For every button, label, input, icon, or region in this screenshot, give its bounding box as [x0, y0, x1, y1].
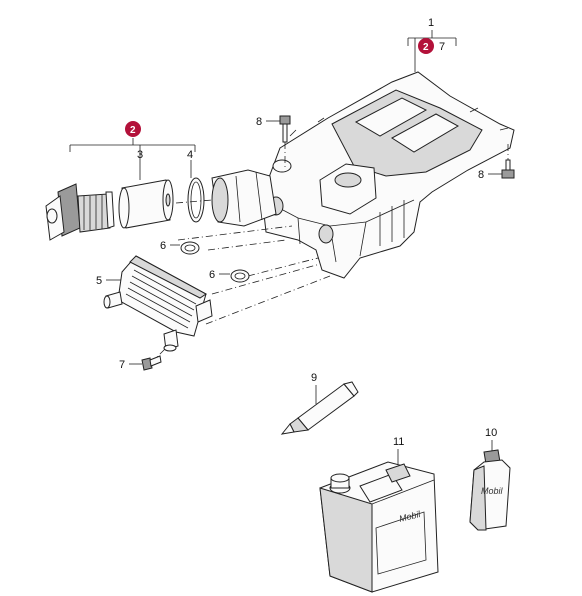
callout-2-left: 2 — [130, 125, 136, 136]
o-ring-4 — [187, 177, 205, 223]
callout-9: 9 — [311, 372, 317, 384]
gasket-6-upper: 6 — [160, 240, 200, 255]
bolt-7-lower: 7 — [119, 355, 162, 371]
assembly-line-a — [175, 199, 213, 204]
oil-filter-housing — [45, 183, 115, 241]
callout-4: 4 — [187, 149, 193, 161]
callout-7-top: 7 — [439, 41, 445, 53]
callout-3: 3 — [137, 149, 143, 161]
callout-1: 1 — [428, 17, 434, 29]
assembly-line-d — [211, 263, 321, 295]
assembly-line-g — [247, 257, 319, 277]
callout-2-left-badge — [125, 121, 141, 137]
callout-5: 5 — [96, 275, 102, 287]
bolt-8-right: 8 — [478, 144, 515, 181]
callout-7-bottom: 7 — [119, 359, 125, 371]
oil-cooler: 5 — [96, 255, 213, 352]
oil-bottle: 10 Mobil — [469, 427, 511, 531]
sealant-tube: 9 — [280, 372, 359, 435]
callout-6-b: 6 — [209, 269, 215, 281]
callout-1-bracket — [407, 30, 457, 72]
callout-6-a: 6 — [160, 240, 166, 252]
callout-8-b: 8 — [478, 169, 484, 181]
oil-canister: 11 Mobil — [319, 436, 439, 593]
callout-11: 11 — [393, 436, 404, 448]
oil-filter-element — [118, 179, 174, 229]
callout-1-group: 1 2 7 — [407, 17, 457, 72]
oil-pan — [261, 71, 515, 279]
assembly-line-c — [207, 239, 287, 251]
callout-2-top: 2 — [423, 42, 429, 53]
filter-callout-group: 2 3 4 — [69, 121, 196, 180]
callout-8-a: 8 — [256, 116, 262, 128]
filter-neck — [211, 169, 277, 227]
assembly-line-e — [205, 275, 331, 325]
bolt-8-upper: 8 — [256, 115, 291, 170]
callout-2-top-badge — [418, 38, 434, 54]
bottle-logo: Mobil — [481, 486, 504, 496]
assembly-line-b — [177, 225, 293, 241]
gasket-6-lower: 6 — [209, 269, 250, 283]
callout-10: 10 — [485, 427, 497, 439]
